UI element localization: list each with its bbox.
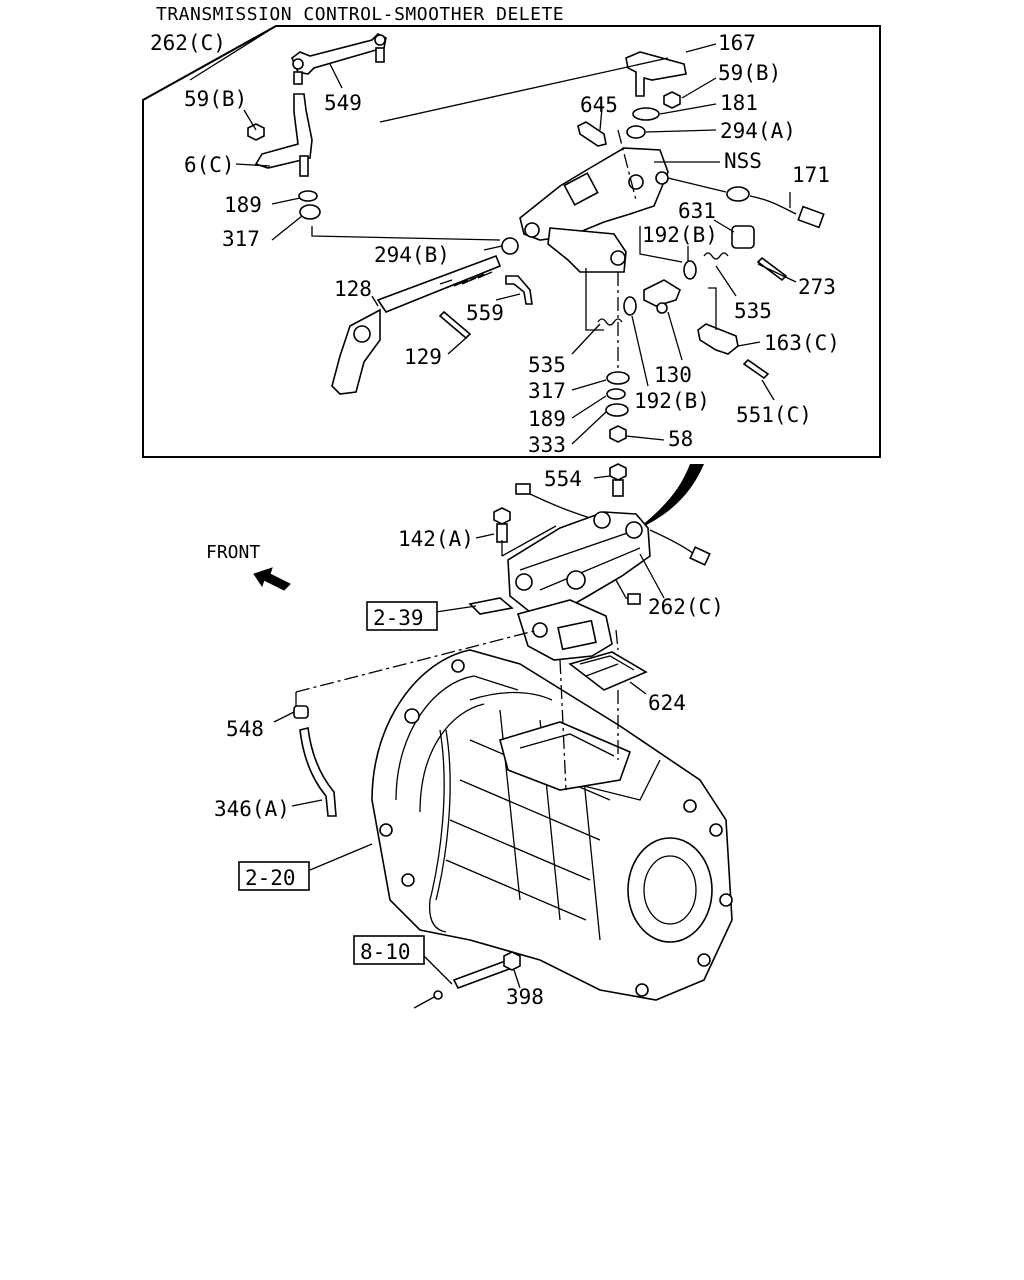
callout-273: 273 <box>798 275 836 299</box>
hose-assembly <box>293 705 337 817</box>
transmission-housing <box>371 649 733 1001</box>
control-unit <box>468 463 711 691</box>
drain-parts <box>413 951 521 1009</box>
ref-box-8-10-label: 8-10 <box>360 940 411 964</box>
callout-189-bottom: 189 <box>528 407 566 431</box>
detail-center-lines <box>311 57 717 372</box>
ref-box-2-39[interactable]: 2-39 <box>366 601 438 631</box>
callout-130: 130 <box>654 363 692 387</box>
callout-262c-top: 262(C) <box>150 31 226 55</box>
ref-box-2-39-label: 2-39 <box>373 606 424 630</box>
leader-lines-detail <box>189 25 797 445</box>
callout-181: 181 <box>720 91 758 115</box>
callout-559: 559 <box>466 301 504 325</box>
callout-548: 548 <box>226 717 264 741</box>
callout-128: 128 <box>334 277 372 301</box>
front-label: FRONT <box>206 542 260 563</box>
diagram-title: TRANSMISSION CONTROL-SMOOTHER DELETE <box>156 4 564 25</box>
main-labels: 554 142(A) 262(C) 624 548 346(A) 398 <box>214 467 724 1009</box>
detail-pointer-arrow <box>636 464 704 530</box>
callout-59b-right: 59(B) <box>718 61 781 85</box>
leader-lines-main <box>273 475 665 989</box>
callout-192b-top: 192(B) <box>642 223 718 247</box>
callout-317-bottom: 317 <box>528 379 566 403</box>
callout-129: 129 <box>404 345 442 369</box>
callout-554: 554 <box>544 467 582 491</box>
detail-frame <box>142 25 881 458</box>
callout-317-top: 317 <box>222 227 260 251</box>
callout-549: 549 <box>324 91 362 115</box>
detail-labels: 262(C) 167 59(B) 549 59(B) 645 181 294(A… <box>150 31 840 457</box>
callout-nss: NSS <box>724 149 762 173</box>
callout-58: 58 <box>668 427 693 451</box>
ref-box-8-10[interactable]: 8-10 <box>353 935 425 965</box>
callout-189-top: 189 <box>224 193 262 217</box>
callout-333: 333 <box>528 433 566 457</box>
front-arrow-icon <box>253 567 291 591</box>
callout-163c: 163(C) <box>764 331 840 355</box>
callout-346a: 346(A) <box>214 797 290 821</box>
callout-645: 645 <box>580 93 618 117</box>
callout-398: 398 <box>506 985 544 1009</box>
callout-192b-bottom: 192(B) <box>634 389 710 413</box>
callout-535-mid: 535 <box>528 353 566 377</box>
ref-box-2-20-label: 2-20 <box>245 866 296 890</box>
callout-551c: 551(C) <box>736 403 812 427</box>
callout-624: 624 <box>648 691 686 715</box>
callout-171: 171 <box>792 163 830 187</box>
callout-142a: 142(A) <box>398 527 474 551</box>
callout-59b-left: 59(B) <box>184 87 247 111</box>
callout-262c-bottom: 262(C) <box>648 595 724 619</box>
detail-parts <box>247 33 825 443</box>
callout-294b: 294(B) <box>374 243 450 267</box>
callout-6c: 6(C) <box>184 153 235 177</box>
callout-631: 631 <box>678 199 716 223</box>
ref-box-2-20[interactable]: 2-20 <box>238 861 310 891</box>
callout-294a: 294(A) <box>720 119 796 143</box>
callout-535-right: 535 <box>734 299 772 323</box>
main-center-lines <box>295 525 619 791</box>
callout-167: 167 <box>718 31 756 55</box>
